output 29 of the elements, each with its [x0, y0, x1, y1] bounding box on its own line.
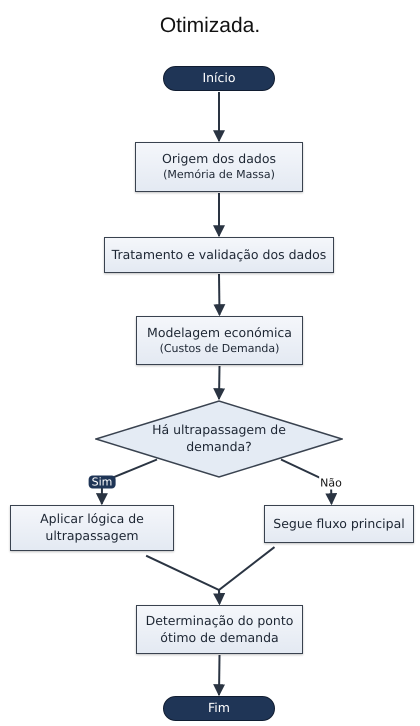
process-box: [136, 316, 303, 365]
arrow: [213, 193, 225, 238]
process-box: [10, 505, 174, 551]
arrow: [213, 366, 226, 400]
node-text: Fim: [207, 700, 231, 717]
title: Otimizada.: [158, 14, 262, 38]
node-text: Segue fluxo principal: [272, 516, 406, 532]
terminal-pill: [163, 66, 275, 91]
node-text: Há ultrapassagem de demanda?: [151, 422, 287, 456]
edge-label: Não: [319, 476, 343, 490]
process-box: [104, 237, 334, 273]
process-box: [135, 142, 303, 192]
process-box: [136, 605, 303, 654]
node-text: Origem dos dados: [161, 151, 277, 168]
node-text: Modelagem económica: [146, 324, 293, 342]
process-box: [264, 505, 414, 543]
terminal-pill: [163, 696, 275, 721]
arrow: [213, 274, 226, 316]
subtitle-text: (Memória de Massa): [162, 168, 276, 183]
node-text: Tratamento e validação dos dados: [110, 246, 328, 264]
subtitle-text: (Custos de Demanda): [158, 342, 280, 356]
edge-label: Sim: [88, 476, 116, 488]
arrow: [213, 654, 226, 696]
arrow: [213, 92, 225, 142]
node-text: Início: [201, 70, 237, 87]
arrow: [280, 458, 338, 506]
node-text: Aplicar lógica de ultrapassagem: [39, 511, 145, 545]
node-text: Determinação do ponto ótimo de demanda: [144, 612, 294, 646]
arrow: [213, 546, 276, 606]
